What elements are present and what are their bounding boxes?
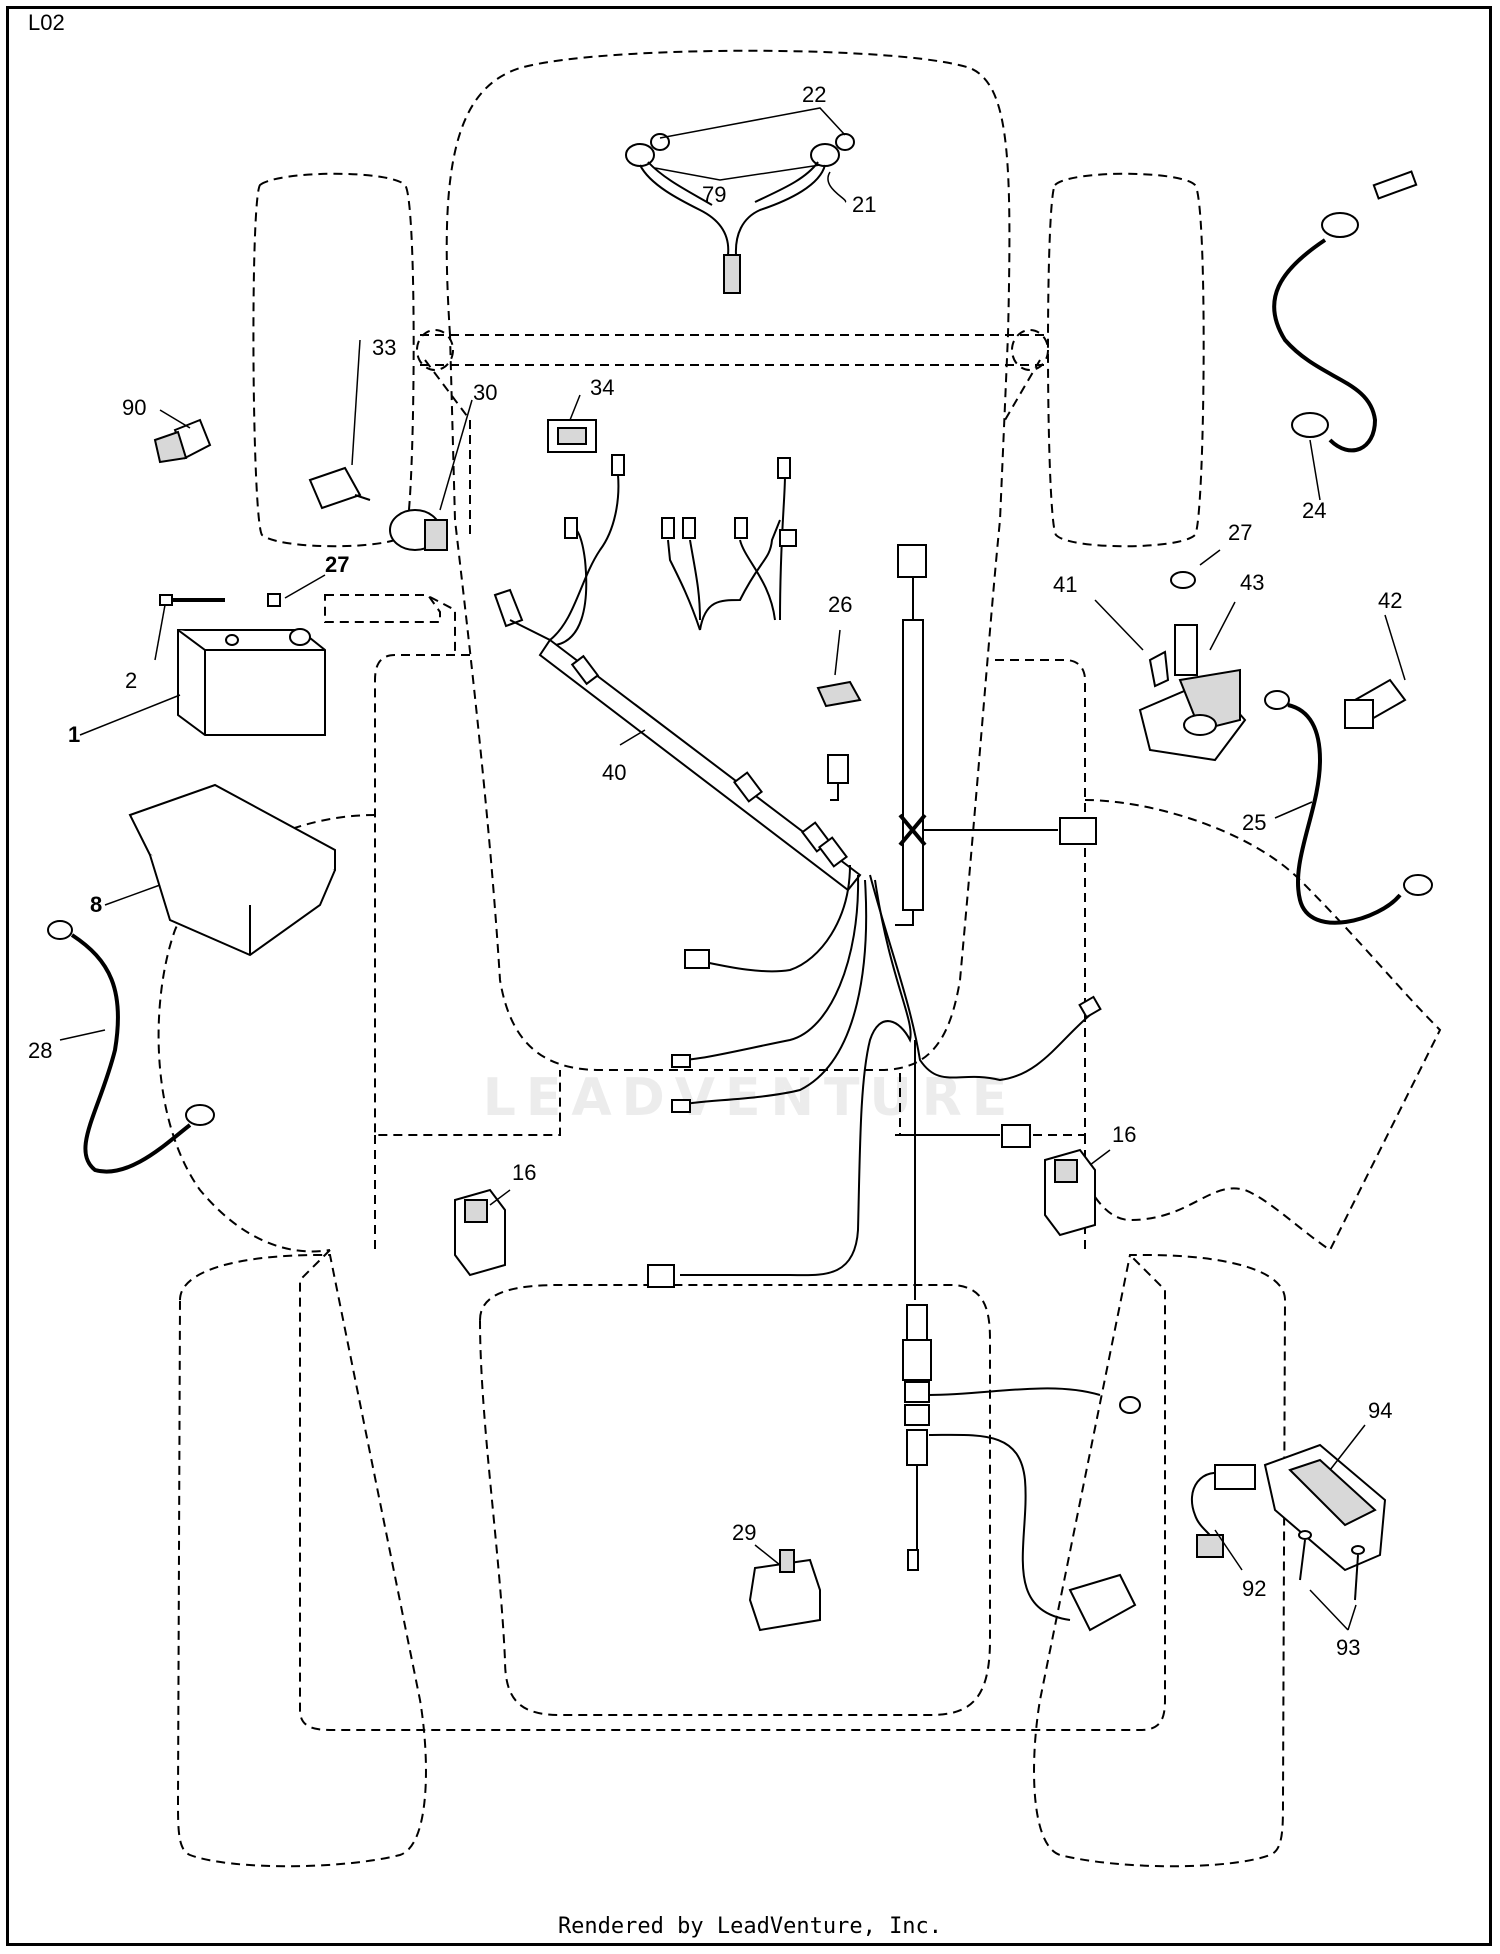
module-94 bbox=[1263, 1424, 1387, 1572]
callout-24: 24 bbox=[1302, 498, 1326, 523]
page-code: L02 bbox=[28, 10, 65, 35]
left-pivot bbox=[416, 329, 454, 371]
callout-40: 40 bbox=[602, 760, 626, 785]
callout-34: 34 bbox=[590, 375, 614, 400]
front-right-wheel-outline bbox=[1046, 172, 1205, 548]
ignition-key-33 bbox=[308, 339, 371, 510]
battery-nut-27 bbox=[79, 574, 326, 736]
fuse-26 bbox=[816, 680, 862, 708]
callout-94: 94 bbox=[1368, 1398, 1392, 1423]
callout-labels: 22 79 21 33 30 34 90 27 2 1 8 28 40 26 2… bbox=[28, 82, 1402, 1660]
headlight-bulb-right bbox=[810, 143, 840, 167]
callout-21: 21 bbox=[852, 192, 876, 217]
rear-harness bbox=[902, 1304, 1141, 1632]
callout-26: 26 bbox=[828, 592, 852, 617]
screws-93 bbox=[1298, 1530, 1365, 1631]
seat-area-outline bbox=[478, 1284, 991, 1716]
rear-body-outline bbox=[299, 1249, 1166, 1731]
part-90-switch bbox=[153, 409, 212, 464]
callout-2: 2 bbox=[125, 668, 137, 693]
callout-30: 30 bbox=[473, 380, 497, 405]
ignition-switch-30 bbox=[389, 399, 473, 551]
callout-93: 93 bbox=[1336, 1635, 1360, 1660]
right-pivot bbox=[1011, 329, 1049, 371]
seat-switch-16-right bbox=[1044, 1148, 1111, 1237]
left-frame-outline bbox=[374, 654, 561, 1136]
callout-90: 90 bbox=[122, 395, 146, 420]
battery-1 bbox=[177, 628, 326, 736]
cable-25 bbox=[1264, 690, 1433, 925]
connector-92 bbox=[1190, 1464, 1256, 1571]
callout-42: 42 bbox=[1378, 588, 1402, 613]
rear-left-wheel-outline bbox=[176, 1254, 427, 1868]
right-frame-outline bbox=[899, 659, 1086, 1136]
battery-bolt-2 bbox=[154, 594, 225, 661]
diagram-frame bbox=[6, 6, 1492, 1946]
callout-27-battery: 27 bbox=[325, 552, 349, 577]
main-harness-40 bbox=[493, 454, 1102, 1300]
callout-27-solenoid: 27 bbox=[1228, 520, 1252, 545]
footer-credit: Rendered by LeadVenture, Inc. bbox=[557, 1914, 943, 1939]
callout-16-left: 16 bbox=[512, 1160, 536, 1185]
seat-switch-16-left bbox=[454, 1188, 511, 1277]
callout-33: 33 bbox=[372, 335, 396, 360]
ground-cable-24 bbox=[1272, 170, 1418, 501]
right-fender-outline bbox=[1084, 799, 1442, 1252]
callout-92: 92 bbox=[1242, 1576, 1266, 1601]
callout-1: 1 bbox=[68, 722, 80, 747]
callout-29: 29 bbox=[732, 1520, 756, 1545]
headlight-connector bbox=[723, 254, 741, 294]
hood-outline bbox=[445, 49, 1011, 1071]
callout-41: 41 bbox=[1053, 572, 1077, 597]
battery-tray-8 bbox=[104, 783, 336, 957]
headlight-harness bbox=[625, 107, 855, 294]
callout-16-right: 16 bbox=[1112, 1122, 1136, 1147]
solenoid-assembly bbox=[1094, 549, 1407, 762]
callout-22: 22 bbox=[802, 82, 826, 107]
callout-43: 43 bbox=[1240, 570, 1264, 595]
callout-79: 79 bbox=[702, 182, 726, 207]
rear-right-wheel-outline bbox=[1033, 1254, 1287, 1868]
switch-29 bbox=[748, 1544, 821, 1632]
cable-28 bbox=[47, 920, 215, 1174]
callout-8: 8 bbox=[90, 892, 102, 917]
front-crossbar bbox=[420, 334, 1045, 366]
callout-28: 28 bbox=[28, 1038, 52, 1063]
callout-25: 25 bbox=[1242, 810, 1266, 835]
switch-34 bbox=[547, 394, 597, 453]
